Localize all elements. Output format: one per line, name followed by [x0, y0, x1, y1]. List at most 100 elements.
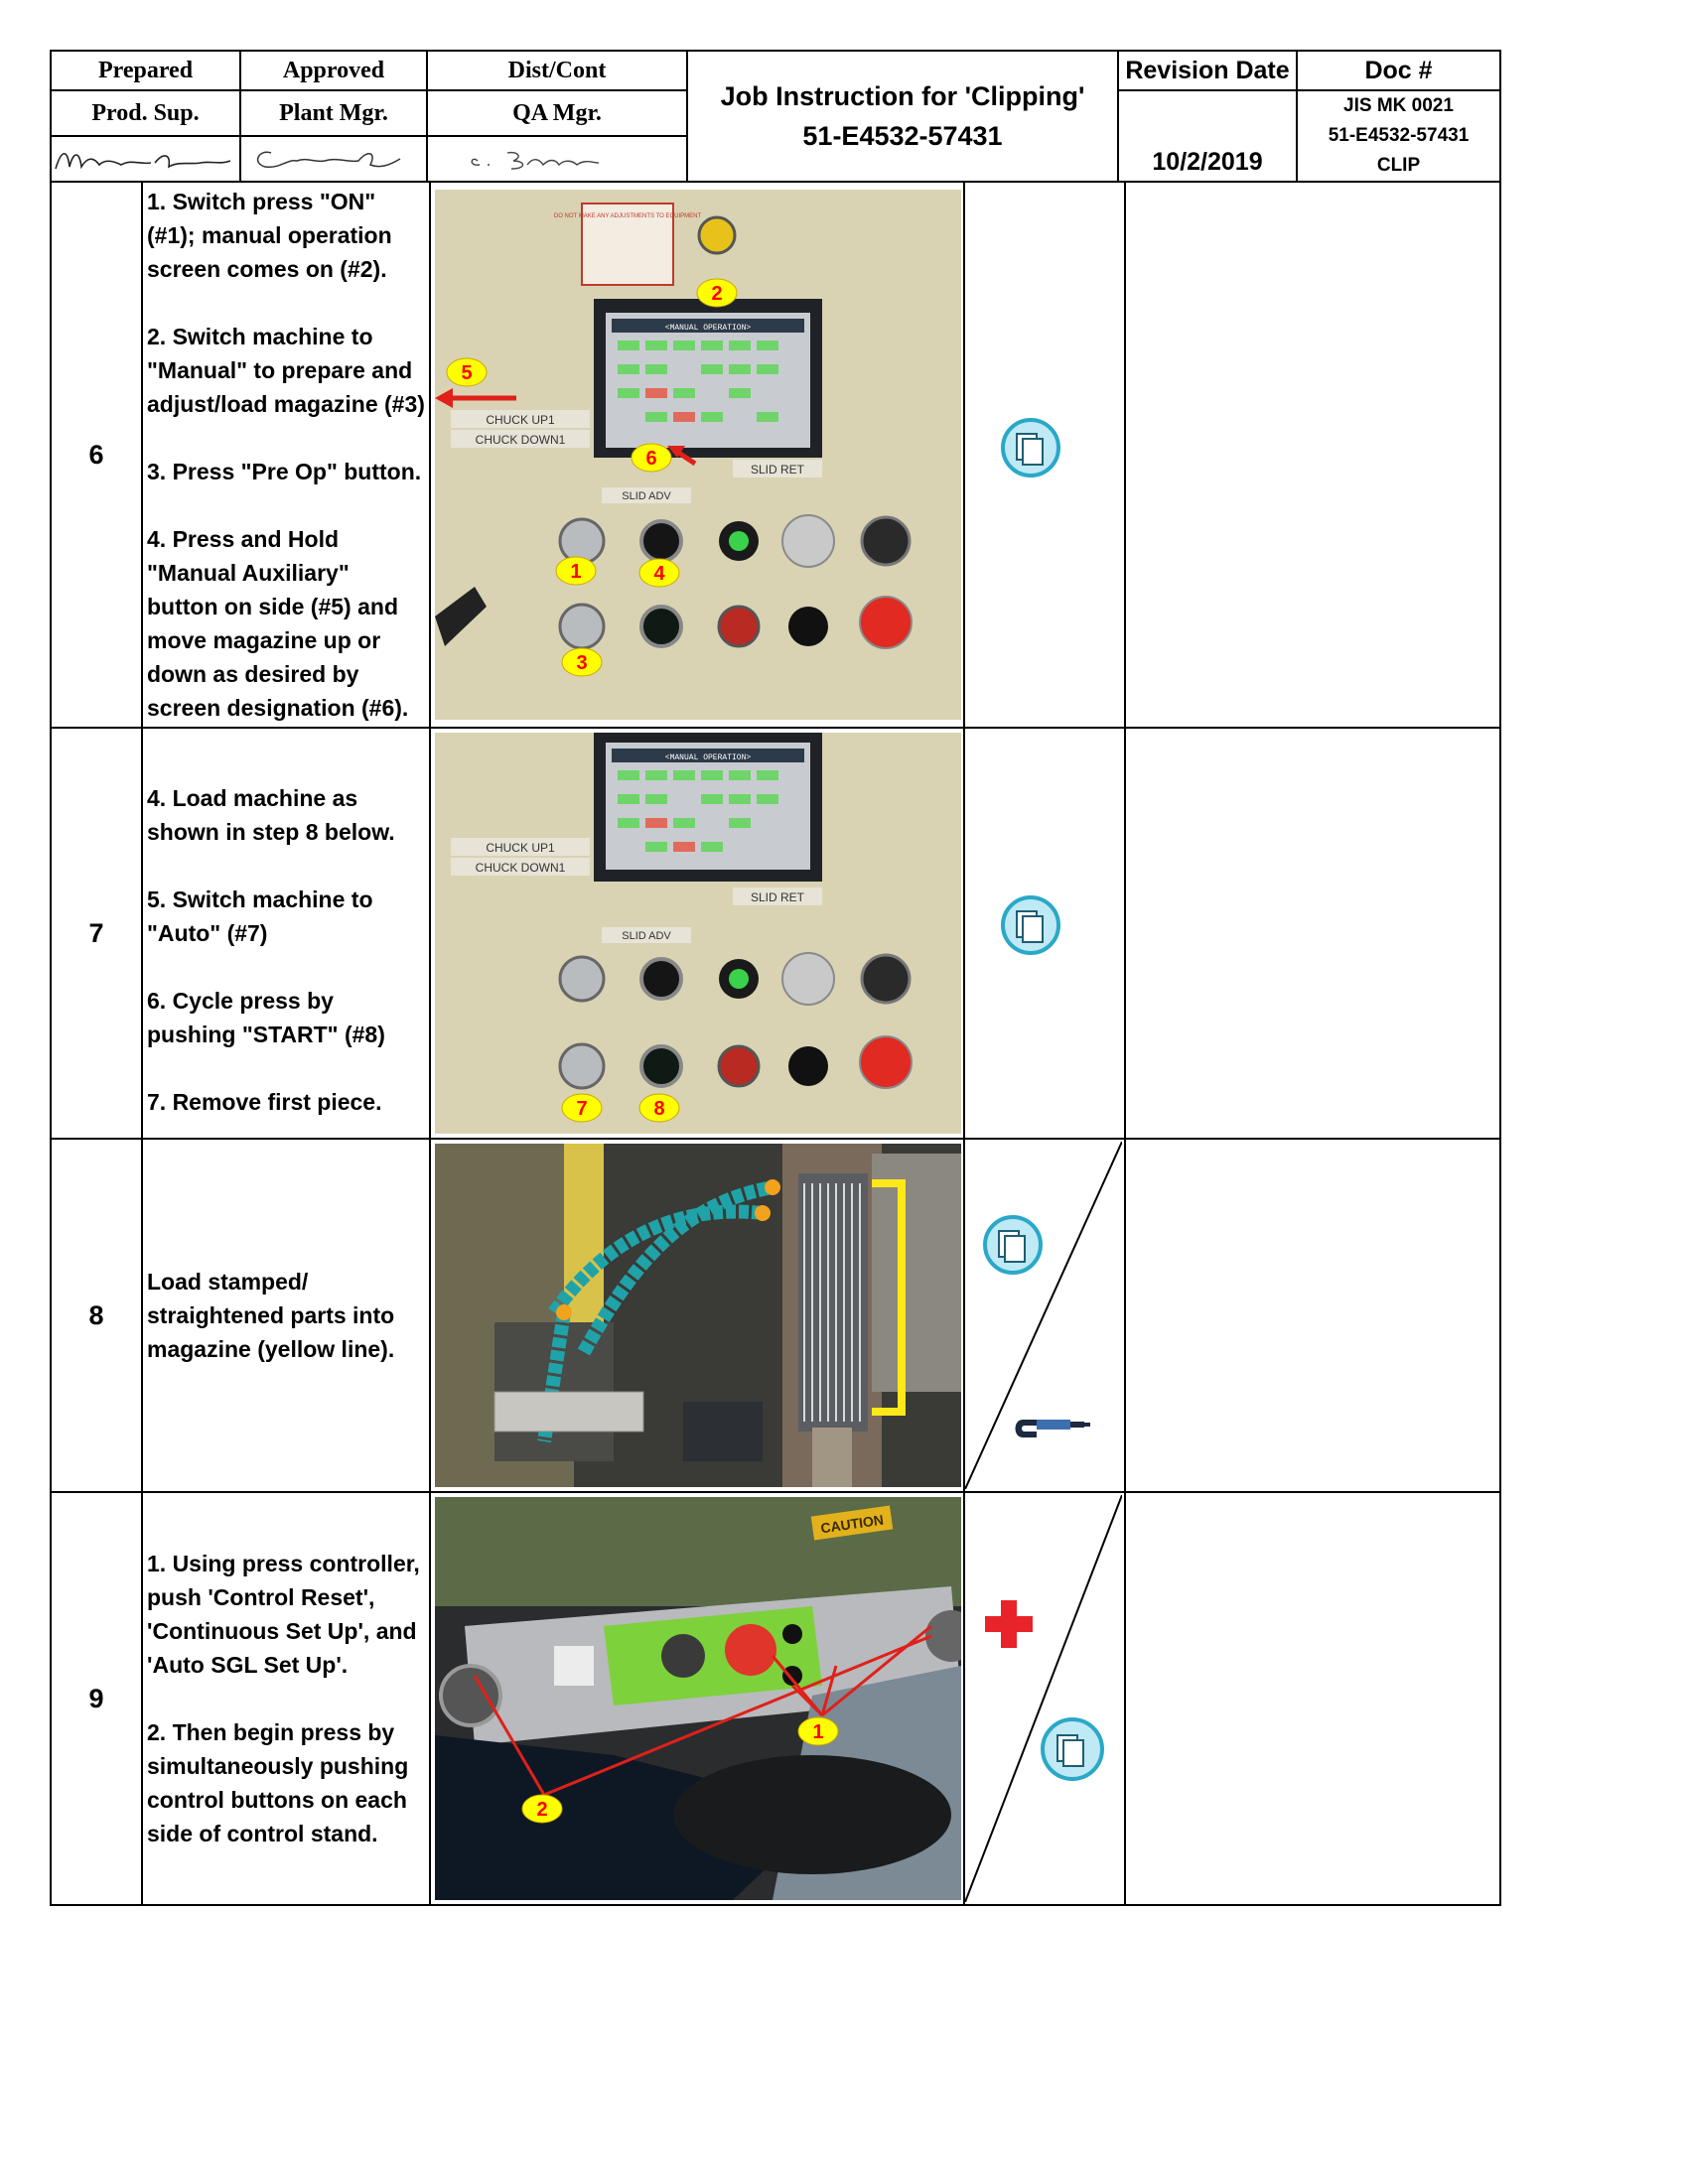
- screen-title: <MANUAL OPERATION>: [665, 753, 752, 762]
- step-row: 6 1. Switch press "ON" (#1); manual oper…: [50, 181, 1501, 729]
- emergency-stop: [859, 596, 913, 649]
- magazine-photo: [435, 1144, 961, 1487]
- doc-line-3: CLIP: [1376, 155, 1421, 176]
- instruction-line: 1. Using press controller, push 'Control…: [147, 1551, 420, 1678]
- prepared-role: Prod. Sup.: [50, 89, 241, 137]
- signature-approved: [239, 135, 428, 183]
- yellow-line-bracket: [872, 1179, 906, 1416]
- step-number: 7: [50, 727, 143, 1140]
- instruction-line: 2. Then begin press by simultaneously pu…: [147, 1719, 409, 1846]
- step-notes: [1124, 1491, 1501, 1906]
- document-title: Job Instruction for 'Clipping' 51-E4532-…: [686, 50, 1119, 183]
- step-instructions: 1. Using press controller, push 'Control…: [141, 1491, 431, 1906]
- start-button: [639, 1044, 683, 1088]
- callout-2: 2: [536, 1799, 547, 1821]
- doc-number-label: Doc #: [1296, 50, 1501, 91]
- callout-3: 3: [576, 652, 587, 674]
- instruction-line: 2. Switch machine to "Manual" to prepare…: [147, 324, 425, 417]
- chuck-down-label: CHUCK DOWN1: [476, 861, 566, 875]
- step-symbols: [963, 1491, 1126, 1906]
- steps-table: 6 1. Switch press "ON" (#1); manual oper…: [50, 181, 1501, 1906]
- step-instructions: 4. Load machine as shown in step 8 below…: [141, 727, 431, 1140]
- dist-label: Dist/Cont: [426, 50, 688, 91]
- slid-ret-label: SLID RET: [751, 463, 805, 477]
- warning-sticker-text: DO NOT MAKE ANY ADJUSTMENTS TO EQUIPMENT: [554, 213, 702, 219]
- left-control-button: [439, 1664, 502, 1727]
- power-switch: [558, 517, 606, 565]
- doc-line-2: 51-E4532-57431: [1328, 125, 1470, 146]
- prepared-label: Prepared: [50, 50, 241, 91]
- micrometer-icon: [1015, 1420, 1090, 1437]
- instruction-line: 3. Press "Pre Op" button.: [147, 459, 422, 484]
- job-instruction-sheet: Prepared Approved Dist/Cont Job Instruct…: [50, 50, 1501, 1906]
- header-table: Prepared Approved Dist/Cont Job Instruct…: [50, 50, 1501, 183]
- pre-op-button: [639, 519, 683, 563]
- approved-label: Approved: [239, 50, 428, 91]
- signature-dist: [426, 135, 688, 183]
- dist-role: QA Mgr.: [426, 89, 688, 137]
- step-number: 9: [50, 1491, 143, 1906]
- power-lamp: [697, 215, 737, 255]
- step-notes: [1124, 1138, 1501, 1493]
- press-controller-photo: CAUTION: [435, 1497, 961, 1900]
- control-panel-photo: <MANUAL OPERATION> CHUCK UP1 CHUCK DOWN1…: [435, 733, 961, 1134]
- safety-cross-icon: [985, 1600, 1033, 1648]
- step-row: 9 1. Using press controller, push 'Contr…: [50, 1491, 1501, 1906]
- step-symbols: [963, 1138, 1126, 1493]
- document-icon: [1001, 418, 1060, 478]
- right-control-button: [925, 1610, 961, 1662]
- doc-number: JIS MK 0021 51-E4532-57431 CLIP: [1296, 89, 1501, 183]
- step-photo: DO NOT MAKE ANY ADJUSTMENTS TO EQUIPMENT…: [429, 181, 965, 729]
- instruction-line: 4. Load machine as shown in step 8 below…: [147, 785, 395, 845]
- approved-role: Plant Mgr.: [239, 89, 428, 137]
- slid-adv-label: SLID ADV: [622, 490, 671, 502]
- auto-switch: [558, 1042, 606, 1090]
- callout-6: 6: [645, 448, 656, 470]
- step-notes: [1124, 727, 1501, 1140]
- callout-4: 4: [653, 563, 665, 585]
- callout-5: 5: [461, 362, 472, 384]
- instruction-line: Load stamped/ straightened parts into ma…: [147, 1269, 395, 1362]
- step-symbols: [963, 181, 1126, 729]
- instruction-line: 1. Switch press "ON" (#1); manual operat…: [147, 189, 392, 282]
- symbols-step-8: [965, 1142, 1122, 1489]
- step-row: 8 Load stamped/ straightened parts into …: [50, 1138, 1501, 1493]
- callout-1: 1: [812, 1721, 823, 1743]
- step-photo: CAUTION: [429, 1491, 965, 1906]
- document-icon: [1041, 1717, 1104, 1781]
- chuck-down-label: CHUCK DOWN1: [476, 433, 566, 447]
- step-number: 8: [50, 1138, 143, 1493]
- revision-date: 10/2/2019: [1117, 89, 1298, 183]
- step-photo: [429, 1138, 965, 1493]
- chuck-up-label: CHUCK UP1: [486, 841, 555, 855]
- step-symbols: [963, 727, 1126, 1140]
- document-icon: [1001, 895, 1060, 955]
- slid-ret-label: SLID RET: [751, 890, 805, 904]
- signature-prepared-image: [55, 152, 231, 170]
- symbols-step-9: [965, 1495, 1122, 1902]
- title-line-2: 51-E4532-57431: [802, 121, 1003, 151]
- title-line-1: Job Instruction for 'Clipping': [720, 81, 1085, 111]
- mode-switch: [558, 603, 606, 650]
- step-photo: <MANUAL OPERATION> CHUCK UP1 CHUCK DOWN1…: [429, 727, 965, 1140]
- instruction-line: 5. Switch machine to "Auto" (#7): [147, 887, 373, 946]
- slid-adv-label: SLID ADV: [622, 930, 671, 942]
- step-instructions: 1. Switch press "ON" (#1); manual operat…: [141, 181, 431, 729]
- control-panel-photo: DO NOT MAKE ANY ADJUSTMENTS TO EQUIPMENT…: [435, 190, 961, 720]
- screen-title: <MANUAL OPERATION>: [665, 324, 752, 333]
- callout-1: 1: [570, 561, 581, 583]
- signature-prepared: [50, 135, 241, 183]
- signature-dist-image: [471, 151, 600, 170]
- parts-magazine: [798, 1173, 868, 1432]
- warning-sticker: [581, 203, 674, 286]
- step-number: 6: [50, 181, 143, 729]
- callout-7: 7: [576, 1098, 587, 1120]
- step-notes: [1124, 181, 1501, 729]
- document-icon: [983, 1215, 1043, 1275]
- signature-approved-image: [256, 151, 401, 168]
- step-row: 7 4. Load machine as shown in step 8 bel…: [50, 727, 1501, 1140]
- callout-2: 2: [711, 283, 722, 305]
- step-instructions: Load stamped/ straightened parts into ma…: [141, 1138, 431, 1493]
- doc-line-1: JIS MK 0021: [1343, 95, 1454, 116]
- chuck-up-label: CHUCK UP1: [486, 413, 555, 427]
